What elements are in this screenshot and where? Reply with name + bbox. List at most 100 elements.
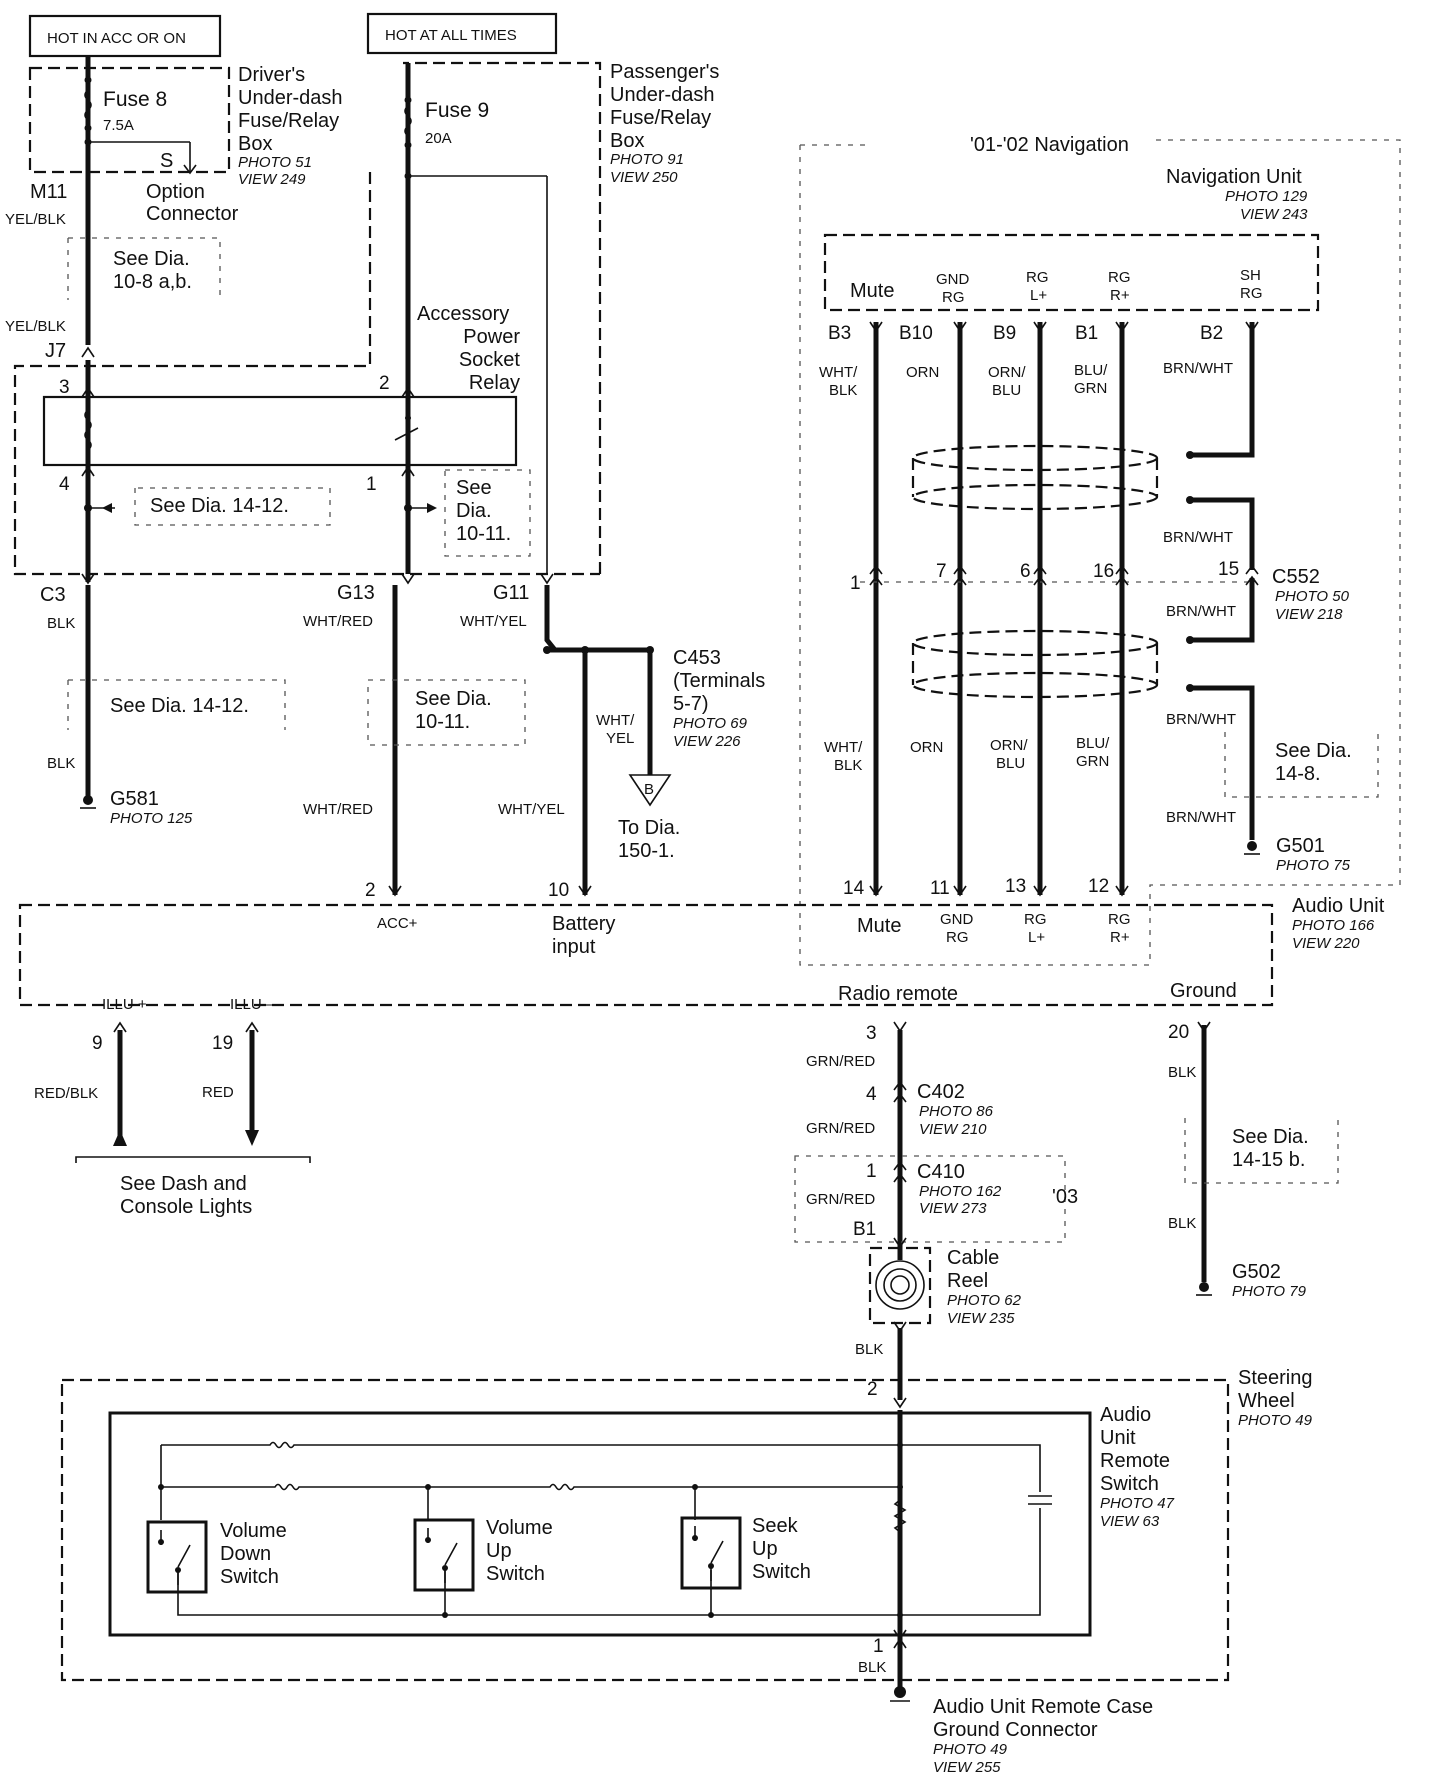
drivers-box-l1: Driver's — [238, 64, 305, 86]
audio-pin-2: 2 — [365, 880, 376, 901]
case-photo: PHOTO 49 — [933, 1741, 1008, 1758]
nav-pin-num-b2: B2 — [1200, 323, 1223, 344]
steer-pin-2: 2 — [867, 1379, 878, 1400]
see-10-11-l3: 10-11. — [456, 523, 511, 545]
see-14-8-l1: See Dia. — [1275, 740, 1352, 762]
g581-label: G581 — [110, 788, 159, 810]
audio-photo: PHOTO 166 — [1292, 917, 1375, 934]
wire-wht-red-2: WHT/RED — [303, 801, 373, 818]
audio-pin-13: 13 — [1005, 876, 1026, 897]
nav-unit: Navigation Unit — [1166, 166, 1302, 188]
c410-photo: PHOTO 162 — [919, 1183, 1002, 1200]
nav-title: '01-'02 Navigation — [970, 134, 1129, 156]
c410-label: C410 — [917, 1161, 965, 1183]
g502-label: G502 — [1232, 1261, 1281, 1283]
see-14-15b-l2: 14-15 b. — [1232, 1149, 1305, 1171]
nav-pin-num-b3: B3 — [828, 323, 851, 344]
to-dia-l2: 150-1. — [618, 840, 675, 862]
remote-switch-box — [108, 1411, 1092, 1637]
g501-photo: PHOTO 75 — [1276, 857, 1351, 874]
nav-pin-num-b9: B9 — [993, 323, 1016, 344]
nav-view: VIEW 243 — [1240, 206, 1308, 223]
audio-pin-r: R+ — [1110, 929, 1130, 946]
illu-plus: ILLU + — [102, 996, 147, 1013]
case-ground-l2: Ground Connector — [933, 1719, 1098, 1741]
c402-pin-4: 4 — [866, 1084, 877, 1105]
wire-yel-blk-2: YEL/BLK — [5, 318, 66, 335]
c453-photo: PHOTO 69 — [673, 715, 748, 732]
vol-down-l1: Volume — [220, 1520, 287, 1542]
wire-blk-case: BLK — [858, 1659, 886, 1676]
wire-blk-steer: BLK — [855, 1341, 883, 1358]
c410-pin-1: 1 — [866, 1161, 877, 1182]
nav-wire-top-1b: BLK — [829, 382, 857, 399]
seek-up-l2: Up — [752, 1538, 778, 1560]
see-14-12-lower: See Dia. 14-12. — [110, 695, 249, 717]
wire-blk-3: BLK — [1168, 1064, 1196, 1081]
nav-pin-mute: Mute — [850, 280, 894, 302]
vol-up-l1: Volume — [486, 1517, 553, 1539]
c552-pin-7: 7 — [936, 561, 947, 582]
seek-up-switch — [680, 1516, 742, 1590]
c552-pin-1: 1 — [850, 573, 861, 594]
wire-wht-yel-1: WHT/YEL — [460, 613, 527, 630]
c552-pin-15: 15 — [1218, 559, 1239, 580]
audio-pin-10: 10 — [548, 880, 569, 901]
battery-l1: Battery — [552, 913, 615, 935]
grn-red-3: GRN/RED — [806, 1191, 875, 1208]
brn-wht-3: BRN/WHT — [1166, 711, 1236, 728]
ground-label: Ground — [1170, 980, 1237, 1002]
g502-photo: PHOTO 79 — [1232, 1283, 1307, 1300]
remote-photo: PHOTO 47 — [1100, 1495, 1175, 1512]
cable-view: VIEW 235 — [947, 1310, 1015, 1327]
see-10-11b-l1: See Dia. — [415, 688, 492, 710]
brn-wht-1: BRN/WHT — [1163, 529, 1233, 546]
passenger-view: VIEW 250 — [610, 169, 678, 186]
nav-pin-rg-r: RG — [1108, 269, 1131, 286]
c453-l1: C453 — [673, 647, 721, 669]
nav-wire-top-4b: GRN — [1074, 380, 1107, 397]
see-10-11-l1: See — [456, 477, 492, 499]
cable-reel-l2: Reel — [947, 1270, 988, 1292]
audio-pin-mute: Mute — [857, 915, 901, 937]
wire-blk-2: BLK — [47, 755, 75, 772]
audio-pin-rg-l: RG — [1024, 911, 1047, 928]
fuse9-label: Fuse 9 — [425, 99, 489, 122]
drivers-box-l3: Fuse/Relay — [238, 110, 339, 132]
c552-photo: PHOTO 50 — [1275, 588, 1350, 605]
illu-pin-19: 19 — [212, 1033, 233, 1054]
nav-wire-bot-1a: WHT/ — [824, 739, 863, 756]
steering-photo: PHOTO 49 — [1238, 1412, 1313, 1429]
c402-view: VIEW 210 — [919, 1121, 987, 1138]
seek-up-l1: Seek — [752, 1515, 799, 1537]
vol-up-l3: Switch — [486, 1563, 545, 1585]
see-10-8-l2: 10-8 a,b. — [113, 271, 192, 293]
nav-pin-gnd-rg: RG — [942, 289, 965, 306]
wire-yel-blk-1: YEL/BLK — [5, 211, 66, 228]
c552-view: VIEW 218 — [1275, 606, 1343, 623]
steering-l2: Wheel — [1238, 1390, 1295, 1412]
audio-pin-rg-r: RG — [1108, 911, 1131, 928]
nav-wire-bot-1b: BLK — [834, 757, 862, 774]
nav-pin-sh: SH — [1240, 267, 1261, 284]
nav-pin-gnd: GND — [936, 271, 970, 288]
relay-pin-1: 1 — [366, 474, 377, 495]
passenger-box-l1: Passenger's — [610, 61, 719, 83]
nav-wire-top-1a: WHT/ — [819, 364, 858, 381]
steering-l1: Steering — [1238, 1367, 1313, 1389]
radio-remote: Radio remote — [838, 983, 958, 1005]
vol-down-l2: Down — [220, 1543, 271, 1565]
relay-pin-4: 4 — [59, 474, 70, 495]
drivers-box-l2: Under-dash — [238, 87, 343, 109]
passenger-fuse-box — [403, 61, 602, 574]
case-view: VIEW 255 — [933, 1759, 1001, 1776]
nav-wire-bot-3b: BLU — [996, 755, 1025, 772]
see-14-12-inner: See Dia. 14-12. — [150, 495, 289, 517]
c402-photo: PHOTO 86 — [919, 1103, 994, 1120]
c453-l2: (Terminals — [673, 670, 765, 692]
audio-unit-label: Audio Unit — [1292, 895, 1385, 917]
volume-up-switch — [413, 1518, 475, 1592]
wire-blk-4: BLK — [1168, 1215, 1196, 1232]
c552-pin-6: 6 — [1020, 561, 1031, 582]
c453-l3: 5-7) — [673, 693, 709, 715]
